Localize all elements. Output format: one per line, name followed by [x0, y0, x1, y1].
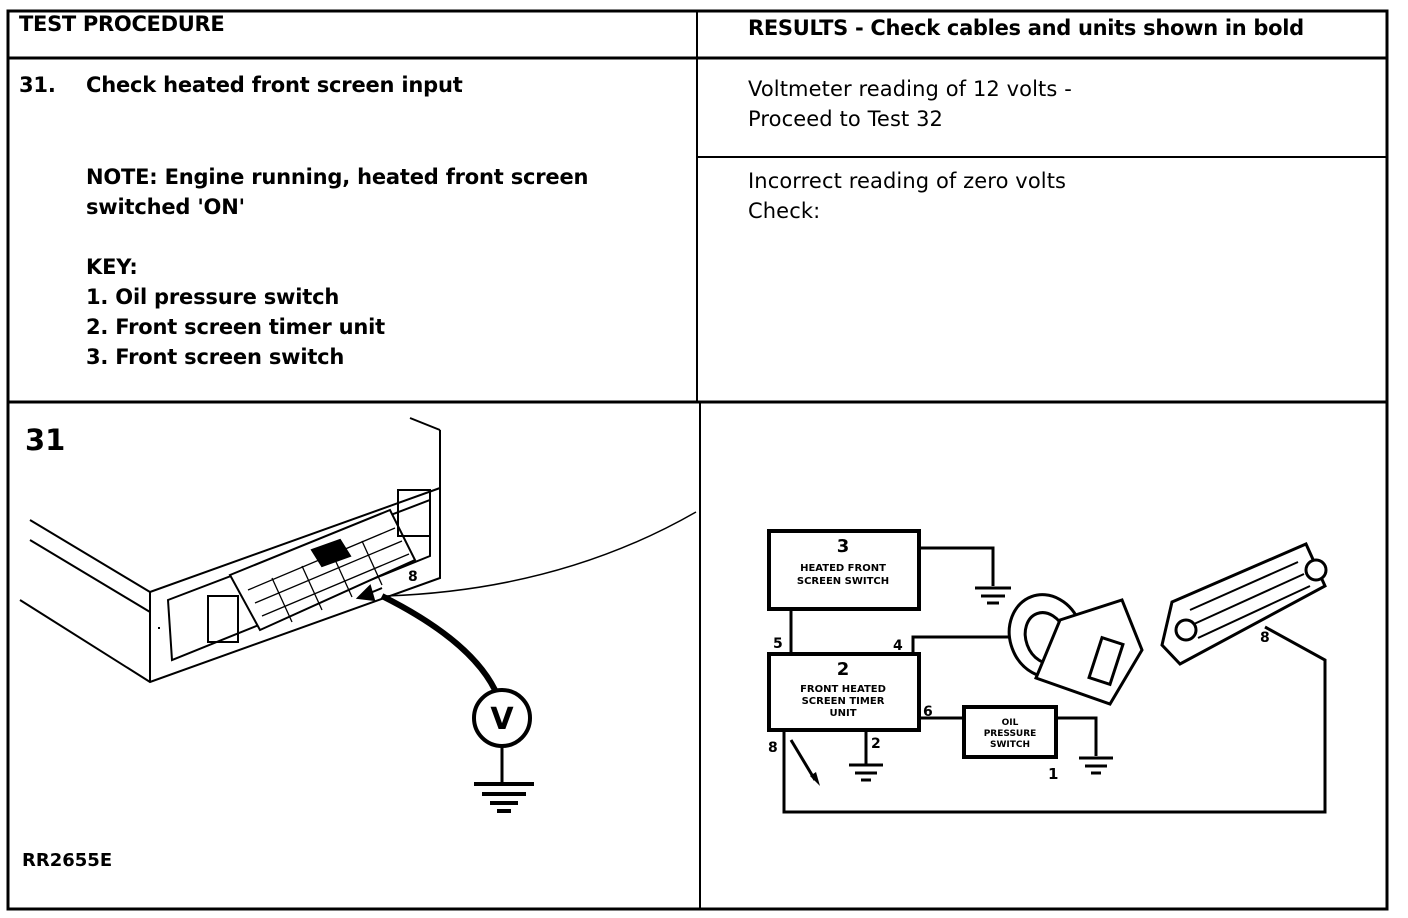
screen-switch-box	[767, 529, 921, 611]
figure-number: 31	[25, 423, 65, 457]
key-title: KEY:	[86, 255, 138, 279]
ground-icon	[849, 763, 883, 782]
timer-label-line-3: UNIT	[829, 708, 856, 719]
key-item: 3. Front screen switch	[86, 345, 345, 369]
test-title: Check heated front screen input	[86, 73, 463, 97]
switch-label-line-1: HEATED FRONT	[800, 563, 886, 574]
oil-label-line-3: SWITCH	[990, 740, 1030, 750]
ecu-unit	[19, 417, 441, 684]
result-fail-line-1: Incorrect reading of zero volts	[748, 169, 1067, 193]
oil-number: 1	[1048, 765, 1058, 783]
timer-unit-box	[767, 652, 921, 732]
test-number: 31.	[19, 73, 56, 97]
switch-label-line-2: SCREEN SWITCH	[797, 576, 889, 587]
result-fail-line-2: Check:	[748, 199, 821, 223]
switch-number: 3	[837, 536, 850, 557]
reference-lead	[385, 511, 697, 597]
wires	[782, 546, 1327, 814]
pin-6-label: 6	[923, 704, 933, 720]
ground-icon	[474, 746, 534, 813]
note-line-1: NOTE: Engine running, heated front scree…	[86, 165, 589, 189]
result-ok-line-2: Proceed to Test 32	[748, 107, 944, 131]
pin-4-label: 4	[893, 638, 903, 654]
pin-label-8: 8	[408, 569, 418, 585]
timer-number: 2	[837, 659, 850, 680]
key-item: 2. Front screen timer unit	[86, 315, 386, 339]
key-item: 1. Oil pressure switch	[86, 285, 340, 309]
connector-pin-label: 8	[1260, 630, 1270, 646]
pin-8-label: 8	[768, 740, 778, 756]
probe-arrow	[355, 584, 383, 602]
harness-connector-icon	[1160, 542, 1328, 666]
ground-icon	[975, 586, 1011, 605]
pin-5-label: 5	[773, 636, 783, 652]
note-line-2: switched 'ON'	[86, 195, 245, 219]
pin-2-label: 2	[871, 736, 881, 752]
header-test-procedure: TEST PROCEDURE	[19, 12, 225, 36]
voltmeter-icon: V	[472, 688, 532, 748]
voltmeter-symbol: V	[490, 702, 514, 737]
test-lead	[380, 593, 498, 692]
oil-label-line-2: PRESSURE	[984, 729, 1037, 739]
timer-label-line-1: FRONT HEATED	[800, 684, 886, 695]
ignition-key-icon	[1007, 593, 1144, 706]
connector-illustration: 31 8	[19, 417, 697, 871]
ground-icon	[1079, 756, 1113, 775]
header-results: RESULTS - Check cables and units shown i…	[748, 16, 1304, 40]
oil-label-line-1: OIL	[1002, 718, 1019, 728]
timer-label-line-2: SCREEN TIMER	[802, 696, 885, 707]
probe-tip-icon	[810, 772, 820, 786]
oil-switch-box	[962, 705, 1058, 759]
figure-ref-code: RR2655E	[22, 850, 112, 871]
result-ok-line-1: Voltmeter reading of 12 volts -	[748, 77, 1072, 101]
